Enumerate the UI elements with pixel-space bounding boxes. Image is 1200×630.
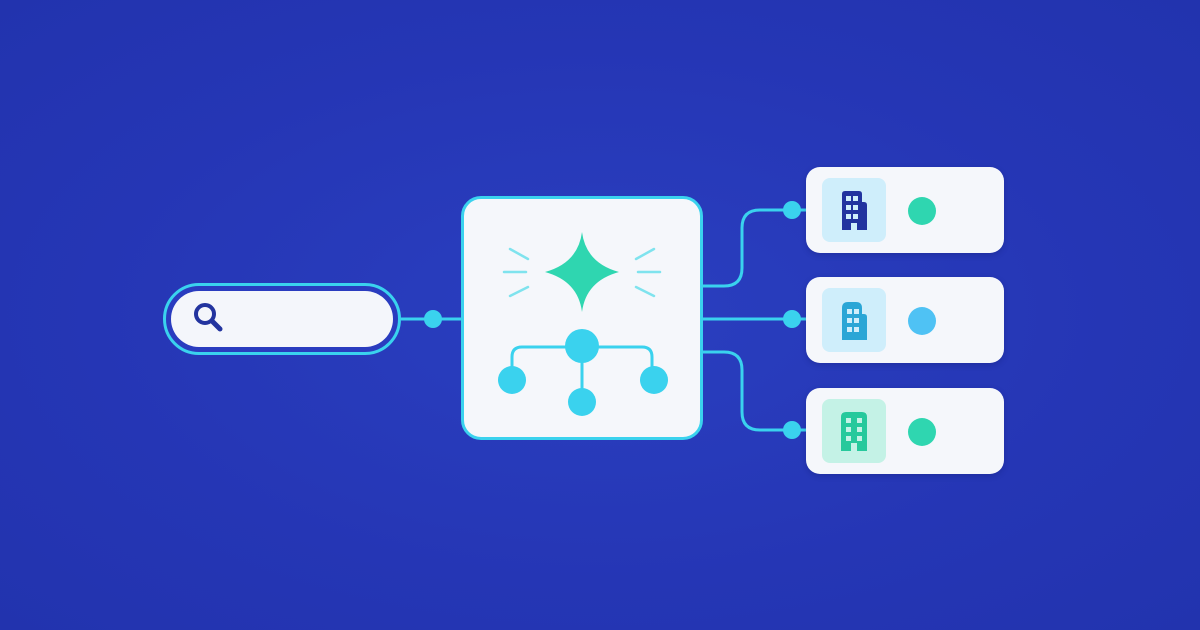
search-input[interactable] — [171, 291, 393, 347]
search-connector-dot — [424, 310, 442, 328]
result-card-3[interactable] — [806, 388, 1004, 474]
search-icon — [191, 300, 225, 339]
status-dot — [908, 418, 936, 446]
card-3-connector-dot — [783, 421, 801, 439]
sparkle-rays — [502, 247, 662, 298]
result-card-1[interactable] — [806, 167, 1004, 253]
hierarchy-icon — [498, 329, 668, 416]
ai-hub-node — [461, 196, 703, 440]
building-icon-tile — [822, 178, 886, 242]
building-icon-tile — [822, 288, 886, 352]
building-icon — [842, 302, 867, 340]
tree-left-node — [498, 366, 526, 394]
building-icon — [841, 412, 867, 451]
status-dot — [908, 307, 936, 335]
sparkle-icon — [545, 232, 619, 312]
tree-bottom-node — [568, 388, 596, 416]
building-icon — [842, 191, 867, 230]
tree-root-node — [565, 329, 599, 363]
hub-to-card-3-line — [703, 350, 806, 432]
card-2-connector-dot — [783, 310, 801, 328]
tree-right-node — [640, 366, 668, 394]
building-icon-tile — [822, 399, 886, 463]
card-1-connector-dot — [783, 201, 801, 219]
search-bar[interactable] — [163, 283, 401, 355]
result-card-2[interactable] — [806, 277, 1004, 363]
hub-to-card-1-line — [703, 208, 806, 288]
status-dot — [908, 197, 936, 225]
